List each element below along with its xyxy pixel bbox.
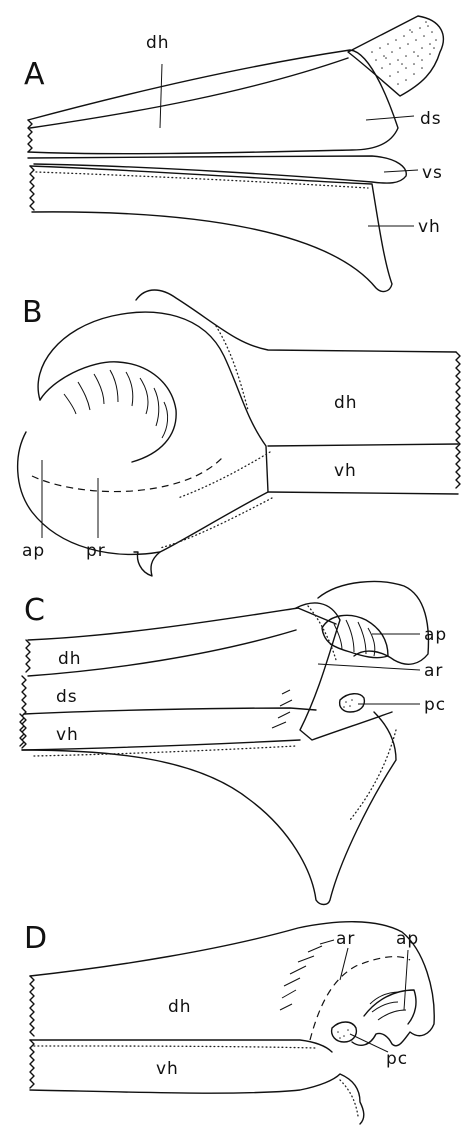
panel-b-break-edge	[456, 352, 460, 488]
panel-a-vs-leader	[384, 170, 418, 172]
panel-b-dorsal-shaft	[268, 444, 458, 446]
panel-c-label-ds: ds	[56, 687, 78, 707]
panel-a-dorsal-shaft	[30, 58, 348, 128]
panel-c-dorsal-strip	[28, 608, 336, 640]
panel-a-ds-leader	[366, 116, 414, 120]
panel-b-stipple-1	[216, 326, 248, 410]
panel-b-label-ap: ap	[22, 541, 45, 561]
panel-c-letter: C	[24, 593, 45, 628]
panel-c-label-ar: ar	[424, 661, 443, 681]
panel-b-label-pr: pr	[86, 541, 106, 561]
panel-b-body-outline	[18, 312, 268, 554]
panel-d-vh-lower	[30, 1074, 364, 1124]
panel-d-pc-leader	[350, 1034, 388, 1052]
panel-b: B ap pr dh v	[18, 290, 460, 576]
panel-b-stipple-2	[178, 452, 270, 498]
panel-c-break-edge	[20, 640, 30, 748]
panel-d-label-ap: ap	[396, 929, 419, 949]
panel-d-label-vh: vh	[156, 1059, 179, 1079]
panel-d-pit	[332, 1022, 357, 1042]
panel-b-label-vh: vh	[334, 461, 357, 481]
panel-b-letter: B	[22, 295, 43, 330]
panel-a-break-edge	[28, 120, 32, 152]
panel-d-apical-cup	[364, 990, 416, 1024]
panel-b-inner-cup	[40, 362, 176, 462]
panel-d-stipple-1	[34, 1046, 316, 1048]
panel-a-ventral-shaft	[28, 156, 406, 183]
panel-c-pit	[340, 694, 365, 712]
panel-c-label-dh: dh	[58, 649, 82, 669]
panel-d-ap-leader	[404, 950, 408, 1010]
panel-b-ridges	[64, 370, 168, 438]
panel-a-ventral-break-edge	[30, 166, 34, 210]
panel-a-label-vs: vs	[422, 163, 443, 183]
panel-d-letter: D	[24, 921, 47, 956]
panel-d-break-edge	[30, 976, 34, 1088]
panel-c-label-vh: vh	[56, 725, 79, 745]
panel-a-letter: A	[24, 57, 45, 92]
panel-c-ds-lower	[24, 708, 316, 714]
panel-c: C dh	[20, 582, 447, 905]
panel-b-stipple-3	[160, 498, 272, 548]
panel-c-label-ap: ap	[424, 625, 447, 645]
panel-a-label-ds: ds	[420, 109, 442, 129]
panel-d: D ar ap dh	[24, 921, 434, 1124]
panel-c-pit-stipple	[343, 699, 353, 708]
panel-a-dorsal-element	[28, 50, 398, 154]
panel-d-dorsal-outline	[30, 922, 434, 1046]
panel-d-pit-stipple	[337, 1029, 349, 1039]
panel-b-label-dh: dh	[334, 393, 358, 413]
panel-c-ar-leader	[318, 664, 420, 670]
panel-d-ar-ridges	[280, 940, 334, 1010]
panel-b-dashed-margin	[32, 458, 222, 492]
panel-d-ar-leader	[340, 948, 348, 980]
panel-a-ventral-element	[30, 166, 392, 291]
panel-d-label-dh: dh	[168, 997, 192, 1017]
panel-d-label-pc: pc	[386, 1049, 408, 1069]
panel-a-label-vh: vh	[418, 217, 441, 237]
panel-d-label-ar: ar	[336, 929, 355, 949]
panel-c-central-block	[296, 603, 392, 740]
panel-b-ventral-keel	[134, 552, 160, 576]
panel-c-stipple-3	[350, 730, 396, 820]
panel-d-dashed-boundary	[310, 957, 410, 1040]
panel-a-label-dh: dh	[146, 33, 170, 53]
panel-c-label-pc: pc	[424, 695, 446, 715]
panel-b-ventral-lower	[268, 492, 458, 494]
panel-a: A dh ds	[24, 16, 443, 291]
panel-a-dh-leader	[160, 64, 162, 128]
panel-b-hook-process	[136, 290, 456, 352]
